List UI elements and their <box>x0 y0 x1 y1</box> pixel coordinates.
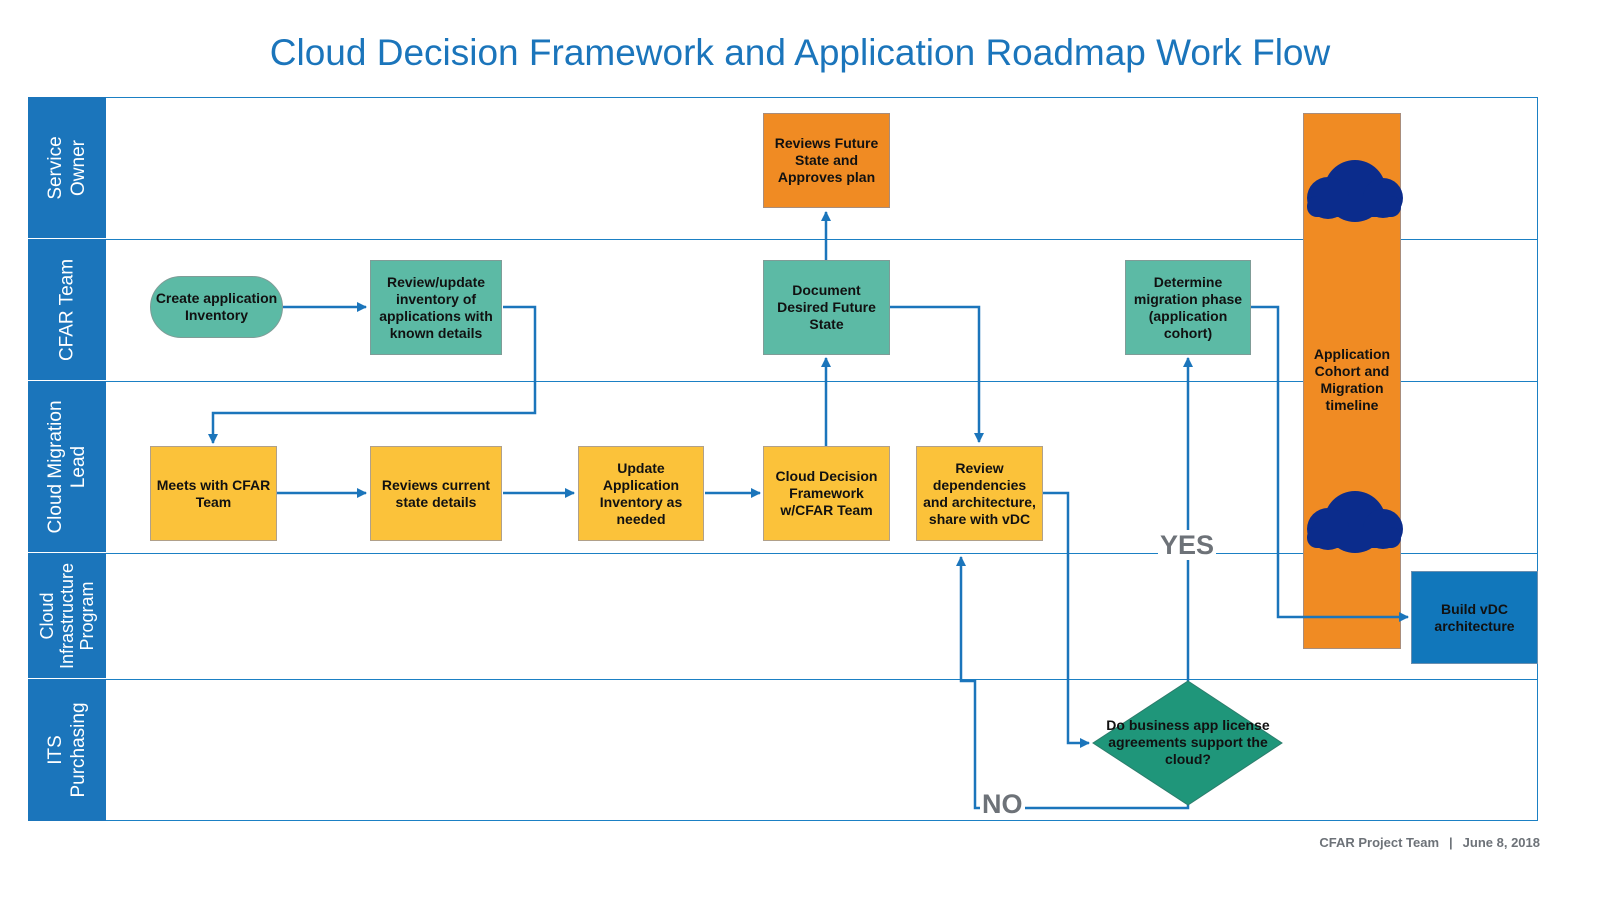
update-inventory-node: Update Application Inventory as needed <box>578 446 704 541</box>
meets-cfar-node: Meets with CFAR Team <box>150 446 277 541</box>
lane-header-cloud-infrastructure-program: Cloud Infrastructure Program <box>28 553 106 679</box>
lane-header-service-owner: Service Owner <box>28 97 106 239</box>
create-inventory-node: Create application Inventory <box>150 276 283 338</box>
reviews-future-state-node: Reviews Future State and Approves plan <box>763 113 890 208</box>
review-dependencies-node: Review dependencies and architecture, sh… <box>916 446 1043 541</box>
lane-header-its-purchasing: ITS Purchasing <box>28 679 106 821</box>
lane-divider <box>106 239 1538 240</box>
reviews-current-state-node: Reviews current state details <box>370 446 502 541</box>
arrow-phase-to-build-vdc <box>1251 305 1409 622</box>
page-title: Cloud Decision Framework and Application… <box>269 32 1331 73</box>
arrow-review-to-meets <box>208 305 537 444</box>
lane-divider <box>106 381 1538 382</box>
no-label: NO <box>980 789 1025 819</box>
footer-separator: | <box>1449 835 1453 850</box>
cloud-decision-framework-node: Cloud Decision Framework w/CFAR Team <box>763 446 890 541</box>
build-vdc-node: Build vDC architecture <box>1411 571 1538 664</box>
footer-team: CFAR Project Team <box>1319 835 1440 850</box>
footer-date: June 8, 2018 <box>1462 835 1540 850</box>
arrow-document-to-dependencies <box>890 305 984 443</box>
lane-divider <box>106 553 1538 554</box>
license-decision-node: Do business app license agreements suppo… <box>1106 716 1270 767</box>
arrow-dependencies-to-license <box>1043 491 1090 748</box>
lane-header-cloud-migration-lead: Cloud Migration Lead <box>28 381 106 553</box>
cohort-timeline-label: Application Cohort and Migration timelin… <box>1313 346 1391 413</box>
arrow-license-no-to-dependencies <box>956 556 1190 810</box>
document-future-state-node: Document Desired Future State <box>763 260 890 355</box>
lane-divider <box>106 679 1538 680</box>
review-inventory-node: Review/update inventory of applications … <box>370 260 502 355</box>
determine-migration-phase-node: Determine migration phase (application c… <box>1125 260 1251 355</box>
yes-label: YES <box>1158 530 1217 560</box>
lane-header-cfar-team: CFAR Team <box>28 239 106 381</box>
footer: CFAR Project Team | June 8, 2018 <box>1319 835 1540 850</box>
